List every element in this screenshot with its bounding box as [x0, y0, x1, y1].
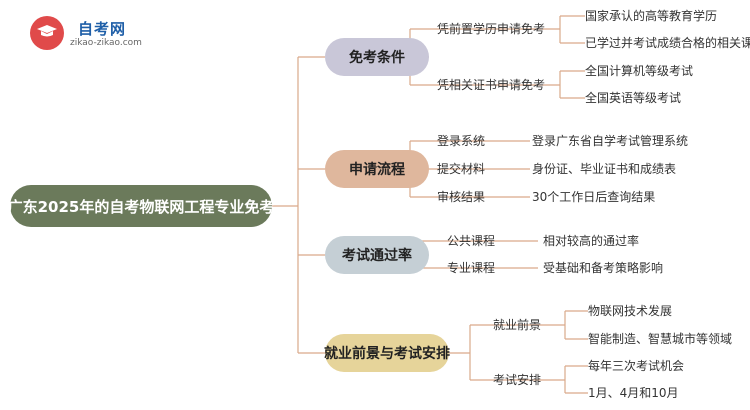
leaf-node: 相对较高的通过率	[543, 234, 640, 248]
subnode-major-courses[interactable]: 专业课程	[447, 261, 496, 275]
logo-name: 自考网	[78, 20, 127, 38]
subnode-review[interactable]: 审核结果	[437, 190, 486, 204]
leaf-node: 身份证、毕业证书和成绩表	[532, 162, 677, 176]
leaf-node: 全国计算机等级考试	[585, 64, 694, 78]
leaf-node: 每年三次考试机会	[588, 359, 685, 373]
leaf-node: 30个工作日后查询结果	[532, 190, 656, 204]
subnode-submit[interactable]: 提交材料	[437, 162, 486, 176]
leaf-node: 1月、4月和10月	[588, 386, 679, 400]
site-logo[interactable]: 自考网 zikao-zikao.com	[30, 14, 170, 54]
leaf-node: 智能制造、智慧城市等领域	[588, 332, 733, 346]
branch-application-process[interactable]: 申请流程	[325, 150, 429, 188]
root-node[interactable]: 广东2025年的自考物联网工程专业免考	[8, 185, 274, 227]
branch-employment-and-schedule[interactable]: 就业前景与考试安排	[324, 334, 450, 372]
branch-exemption-conditions[interactable]: 免考条件	[325, 38, 429, 76]
graduation-cap-icon	[30, 16, 64, 50]
subnode-login[interactable]: 登录系统	[437, 134, 486, 148]
subnode-prior-education[interactable]: 凭前置学历申请免考	[437, 22, 546, 36]
leaf-node: 国家承认的高等教育学历	[585, 9, 718, 23]
subnode-public-courses[interactable]: 公共课程	[447, 234, 496, 248]
subnode-certificate[interactable]: 凭相关证书申请免考	[437, 78, 546, 92]
subnode-exam-schedule[interactable]: 考试安排	[493, 373, 542, 387]
logo-url: zikao-zikao.com	[70, 38, 142, 48]
subnode-employment[interactable]: 就业前景	[493, 318, 542, 332]
leaf-node: 受基础和备考策略影响	[543, 261, 664, 275]
leaf-node: 物联网技术发展	[588, 304, 673, 318]
leaf-node: 全国英语等级考试	[585, 91, 682, 105]
branch-pass-rate[interactable]: 考试通过率	[325, 236, 429, 274]
leaf-node: 登录广东省自学考试管理系统	[532, 134, 689, 148]
leaf-node: 已学过并考试成绩合格的相关课程	[585, 36, 750, 50]
